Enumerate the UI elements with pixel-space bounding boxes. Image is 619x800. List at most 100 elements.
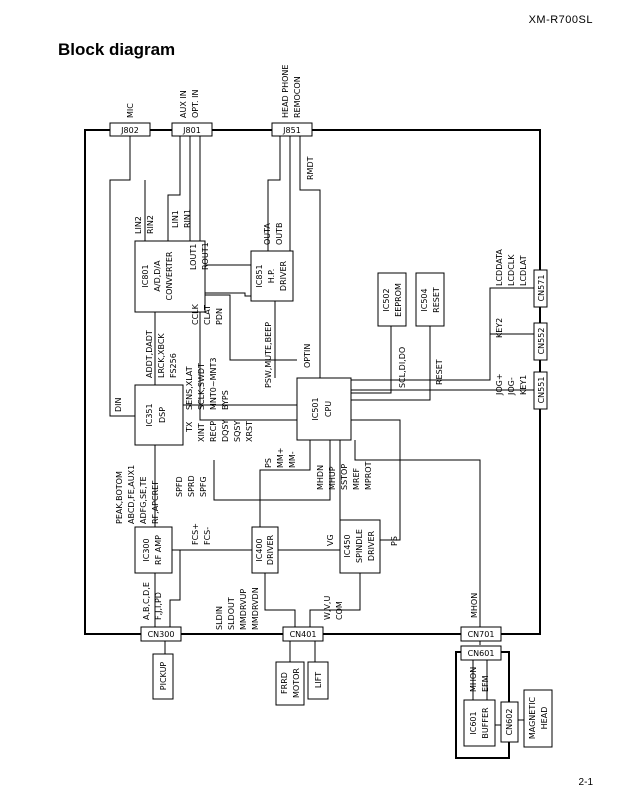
sig-key2: KEY2	[495, 318, 504, 338]
sig-cclk-1: CCLK	[191, 303, 200, 325]
ic504-line-2: RESET	[432, 287, 441, 313]
ic300-line-1: IC300	[142, 538, 151, 561]
sig-mhdn-1: MHDN	[316, 465, 325, 490]
page-number: 2-1	[578, 777, 593, 788]
connector-cn300	[140, 626, 182, 642]
maghead-line-2: HEAD	[540, 707, 549, 730]
sig-lin1-1: LIN1	[171, 210, 180, 228]
sig-peak-4: RF,APCREF	[151, 480, 160, 524]
sig-spfd-3: SPFG	[199, 476, 208, 497]
sig-scl: SCL,DI,DO	[398, 347, 407, 388]
sig-ps-mm-3: MM-	[288, 451, 297, 468]
connector-cn552-label: CN552	[537, 328, 546, 355]
signal-wires	[109, 136, 534, 726]
ic601-line-1: IC601	[469, 711, 478, 734]
sig-jog-2: JOG-	[507, 377, 516, 396]
connector-cn602	[500, 701, 519, 743]
sig-jog-1: JOG+	[495, 373, 504, 396]
ic351-line-1: IC351	[145, 403, 154, 426]
sig-din: DIN	[114, 397, 123, 412]
sig-lin2-2: RIN2	[146, 215, 155, 234]
connector-cn300-label: CN300	[148, 630, 175, 639]
sig-rmdt: RMDT	[306, 156, 315, 180]
ic801-line-1: IC801	[141, 264, 150, 287]
connector-cn602-label: CN602	[505, 709, 514, 736]
jack-mic-label: MIC	[126, 103, 135, 118]
ic450-line-3: DRIVER	[367, 530, 376, 561]
sig-abcde-1: A,B,C,D,E	[142, 582, 151, 620]
jack-hp-line-2: REMOCON	[293, 76, 302, 118]
sig-psw: PSW,MUTE,BEEP	[264, 322, 273, 388]
model-number: XM-R700SL	[528, 14, 593, 26]
connector-cn701	[460, 626, 502, 642]
sig-peak-1: PEAK,BOTOM	[115, 471, 124, 524]
sig-fcs-2: FCS-	[203, 527, 212, 545]
block-frrd-motor	[275, 661, 305, 706]
connector-j851	[271, 122, 313, 137]
block-ic351	[134, 384, 184, 446]
sig-sldin-4: MMDRVDN	[251, 587, 260, 630]
sig-cclk-2: CLAT	[203, 305, 212, 325]
sig-addt-1: ADDT,DADT	[145, 330, 154, 378]
sig-lout1-2: ROUT1	[201, 242, 210, 270]
sig-addt-3: FS256	[169, 353, 178, 378]
sig-tx-4: DQSY	[221, 419, 230, 442]
sig-tx-2: XINT	[197, 423, 206, 442]
ic351-line-2: DSP	[158, 407, 167, 423]
connector-cn701-label: CN701	[468, 630, 495, 639]
ic801-line-2: A/D,D/A	[153, 260, 162, 292]
block-ic851	[250, 250, 294, 302]
block-ic502	[377, 272, 407, 327]
block-ic400	[251, 526, 279, 574]
sig-lcd-2: LCDCLK	[507, 254, 516, 286]
ic450-line-2: SPINDLE	[355, 529, 364, 563]
connector-cn551-label: CN551	[537, 377, 546, 404]
connector-cn571-label: CN571	[537, 275, 546, 302]
sig-mhon-efm-1: MHON	[469, 667, 478, 692]
connector-cn401	[282, 626, 324, 642]
connector-cn601	[460, 645, 502, 661]
sig-mhdn-4: MREF	[352, 467, 361, 490]
sig-lout1-1: LOUT1	[189, 244, 198, 270]
connector-j802-label: J802	[120, 126, 139, 135]
sig-spfd-2: SPRD	[187, 475, 196, 497]
connector-cn551	[533, 371, 548, 410]
block-pickup	[152, 653, 174, 700]
block-lift	[307, 661, 329, 700]
sig-peak-3: ADFG,SE,TE	[139, 476, 148, 524]
sig-outa-2: OUTB	[275, 222, 284, 245]
sig-lcd-1: LCDDATA	[495, 249, 504, 286]
sig-spfd-1: SPFD	[175, 476, 184, 497]
connector-j801-label: J801	[182, 126, 201, 135]
sig-mhon-efm-2: EFM	[481, 675, 490, 692]
ic450-line-1: IC450	[343, 534, 352, 557]
ic502-line-1: IC502	[382, 288, 391, 311]
block-ic501	[296, 377, 352, 441]
sig-sens-4: BYPS	[221, 390, 230, 410]
block-ic450	[339, 519, 381, 574]
sig-sens-3: MNT0~MNT3	[209, 358, 218, 410]
ic502-line-2: EEPROM	[394, 283, 403, 317]
maghead-line-1: MAGNETIC	[528, 696, 537, 739]
sig-ps-mm-2: MM+	[276, 447, 285, 468]
ic851-line-2: H.P.	[267, 269, 276, 284]
connector-j851-label: J851	[282, 126, 301, 135]
block-ic601	[463, 699, 496, 747]
block-ic300	[134, 526, 173, 574]
sig-lin1-2: RIN1	[183, 209, 192, 228]
sig-mhdn-3: SSTOP	[340, 464, 349, 490]
sig-peak-2: ABCD,FE,AUX1	[127, 465, 136, 524]
sig-mhon: MHON	[470, 593, 479, 618]
page-title: Block diagram	[58, 40, 176, 59]
sig-wvu-2: COM	[335, 601, 344, 620]
sig-vg: VG	[326, 534, 335, 546]
sig-tx-1: TX	[185, 421, 194, 433]
jack-aux-line-2: OPT. IN	[191, 89, 200, 118]
ic400-line-2: DRIVER	[266, 534, 275, 565]
ic300-line-2: RF AMP	[154, 535, 163, 565]
frrd-line-1: FRRD	[280, 672, 289, 694]
ic851-line-1: IC851	[255, 264, 264, 287]
block-ic801	[134, 240, 206, 313]
